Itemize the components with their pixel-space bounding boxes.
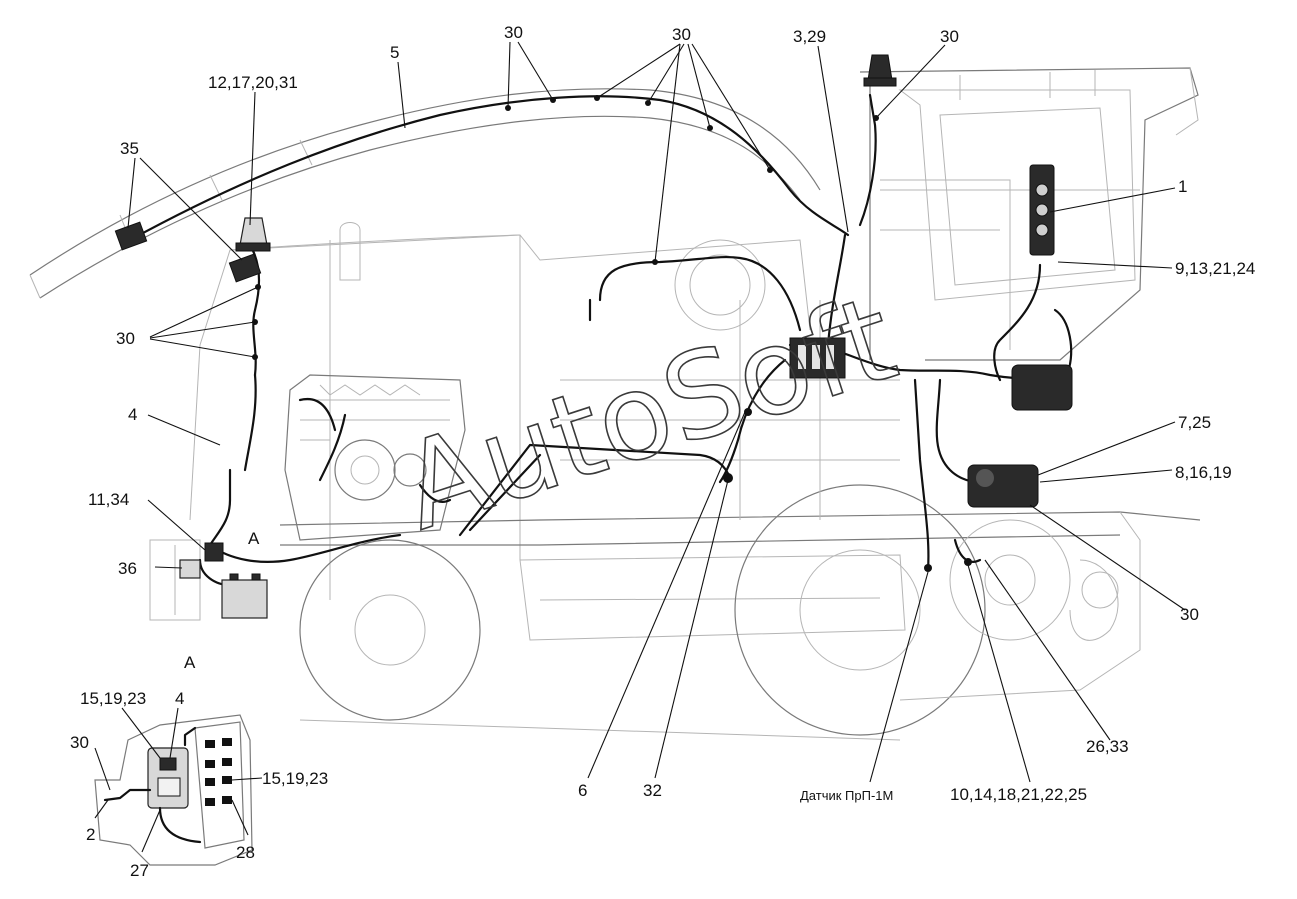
- callout-8-16-19: 8,16,19: [1175, 463, 1232, 482]
- inset-callout-2: 2: [86, 825, 95, 844]
- inset-callout-28: 28: [236, 843, 255, 862]
- callout-26-33: 26,33: [1086, 737, 1129, 756]
- work-light-icon: [114, 221, 262, 283]
- control-panel-icon: [1029, 164, 1055, 256]
- callout-35: 35: [120, 139, 139, 158]
- beacon-light-icon: [863, 54, 897, 87]
- callout-6: 6: [578, 781, 587, 800]
- callout-30-top-left: 30: [504, 23, 523, 42]
- callout-30-left: 30: [116, 329, 135, 348]
- callout-4: 4: [128, 405, 137, 424]
- beacon-light-icon: [235, 217, 271, 252]
- callout-32: 32: [643, 781, 662, 800]
- callout-30-top-mid: 30: [672, 25, 691, 44]
- callout-1: 1: [1178, 177, 1187, 196]
- callout-5: 5: [390, 43, 399, 62]
- leader-lines: [127, 41, 1186, 783]
- inset-callout-4: 4: [175, 689, 184, 708]
- callout-10-14-18-21-22-25: 10,14,18,21,22,25: [950, 785, 1087, 804]
- callout-36: 36: [118, 559, 137, 578]
- front-switch-icon: [179, 542, 224, 579]
- inset-callout-15-19-23-top: 15,19,23: [80, 689, 146, 708]
- wiring-harness: [128, 93, 1073, 587]
- engine-icon: [284, 374, 466, 541]
- relay-block-icon: [789, 337, 846, 379]
- inset-callout-15-19-23-right: 15,19,23: [262, 769, 328, 788]
- inset-callout-27: 27: [130, 861, 149, 880]
- battery-icon: [221, 573, 268, 619]
- actuator-icon: [967, 364, 1073, 508]
- inset-callout-30: 30: [70, 733, 89, 752]
- watermark: AutoSoft: [386, 269, 911, 557]
- inset-title-a: A: [184, 653, 196, 672]
- inset-view-a: A 15,19,23 4 30 15,19,23 2 27 28: [70, 653, 328, 880]
- sensor-label: Датчик ПрП-1М: [800, 788, 893, 803]
- callout-7-25: 7,25: [1178, 413, 1211, 432]
- view-marker-a: A: [248, 529, 260, 548]
- callout-30-right: 30: [1180, 605, 1199, 624]
- callout-30-cab: 30: [940, 27, 959, 46]
- callout-12-17-20-31: 12,17,20,31: [208, 73, 298, 92]
- callouts: 30 30 3,29 30 5 12,17,20,31 35 1 9,13,21…: [88, 23, 1255, 804]
- callout-11-34: 11,34: [88, 490, 129, 509]
- callout-9-13-21-24: 9,13,21,24: [1175, 259, 1255, 278]
- callout-3-29: 3,29: [793, 27, 826, 46]
